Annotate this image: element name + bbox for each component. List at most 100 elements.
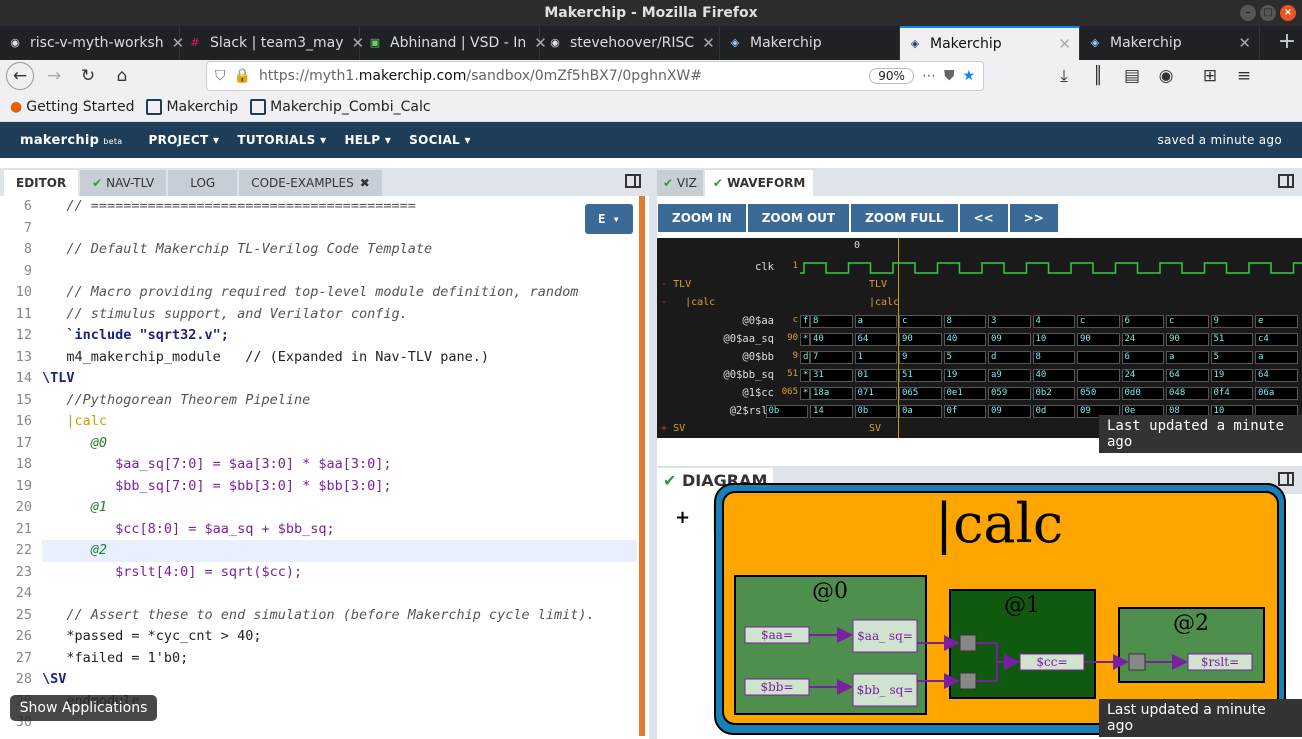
- pipeline-diagram: |calc @0 @1 @2 $aa= $bb= $aa_ sq= $bb_ s…: [714, 483, 1286, 735]
- code-line: @0: [42, 434, 108, 451]
- signal-cell: 8: [943, 315, 986, 328]
- signal-cell: 40: [1032, 369, 1075, 382]
- bookmark-item[interactable]: Makerchip: [146, 98, 238, 115]
- node-bb: $bb=: [760, 680, 793, 694]
- close-tab-icon[interactable]: ✕: [351, 34, 365, 52]
- editor-scrollbar[interactable]: [639, 196, 645, 736]
- close-icon[interactable]: ✖: [359, 176, 370, 190]
- shield-icon[interactable]: ⛉: [215, 68, 226, 84]
- library-icon[interactable]: ║: [1092, 66, 1104, 86]
- signal-cell: 0b: [765, 405, 808, 418]
- bookmark-star-icon[interactable]: ★: [962, 68, 975, 84]
- diagram-title: |calc: [935, 492, 1063, 555]
- menu-project[interactable]: PROJECT ▾: [148, 133, 220, 147]
- zoom-in-icon[interactable]: +: [675, 507, 691, 528]
- browser-tab[interactable]: ◈Makerchip: [720, 26, 900, 60]
- tab-nav-tlv[interactable]: ✔ NAV-TLV: [80, 170, 167, 196]
- line-number: 15: [15, 391, 32, 408]
- new-tab-button[interactable]: +: [1277, 29, 1297, 54]
- signal-cell: 1: [854, 351, 897, 364]
- bookmark-item[interactable]: Makerchip_Combi_Calc: [250, 98, 431, 115]
- menu-social[interactable]: SOCIAL ▾: [409, 133, 471, 147]
- tab-log[interactable]: LOG: [168, 170, 238, 196]
- scroll-left-button[interactable]: <<: [959, 204, 1008, 232]
- signal-value: c: [792, 315, 798, 325]
- diagram-view[interactable]: + – ⤢ |calc @0 @1 @2 $aa= $bb= $aa_ sq= …: [657, 483, 1302, 739]
- signal-cell: [1077, 369, 1120, 382]
- sidebar-icon[interactable]: ▤: [1123, 66, 1141, 86]
- zoom-full-button[interactable]: ZOOM FULL: [851, 204, 958, 232]
- zoom-level[interactable]: 90%: [869, 68, 914, 84]
- browser-tab[interactable]: ◉stevehoover/RISC✕: [540, 26, 720, 60]
- menu-help[interactable]: HELP ▾: [344, 133, 392, 147]
- maximize-panel-icon[interactable]: [1278, 174, 1294, 188]
- browser-tab[interactable]: ▣Abhinand | VSD - In✕: [360, 26, 547, 60]
- stage-0-label: @0: [812, 579, 848, 604]
- close-tab-icon[interactable]: ✕: [1058, 35, 1071, 53]
- maximize-panel-icon[interactable]: [1278, 472, 1294, 486]
- signal-cell: 90: [899, 333, 942, 346]
- tab-viz[interactable]: ✔ VIZ: [657, 170, 703, 196]
- menu-tutorials[interactable]: TUTORIALS ▾: [237, 133, 327, 147]
- browser-tab[interactable]: #Slack | team3_may✕: [180, 26, 364, 60]
- line-number: 17: [15, 434, 32, 451]
- node-bb-sq: $bb_ sq=: [857, 683, 914, 697]
- signal-cell: 048: [1166, 387, 1209, 400]
- tab-waveform[interactable]: ✔ WAVEFORM: [704, 170, 814, 196]
- close-window-button[interactable]: ×: [1280, 5, 1296, 21]
- signal-cell: 6: [1121, 315, 1164, 328]
- bookmark-item[interactable]: ●Getting Started: [10, 98, 135, 115]
- browser-tab[interactable]: ◈Makerchip✕: [1080, 26, 1260, 60]
- back-icon[interactable]: ←: [6, 62, 34, 90]
- signal-cell: 90: [1166, 333, 1209, 346]
- maximize-panel-icon[interactable]: [625, 174, 641, 188]
- show-applications-tooltip: Show Applications: [10, 695, 157, 721]
- signal-cell: 18a: [810, 387, 853, 400]
- minimize-button[interactable]: –: [1240, 5, 1256, 21]
- editor-dropdown-button[interactable]: E ▾: [585, 204, 633, 234]
- close-tab-icon[interactable]: ✕: [1238, 34, 1251, 52]
- line-number: 22: [15, 542, 32, 558]
- github-icon: ◉: [550, 36, 560, 49]
- download-icon[interactable]: ⤓: [1060, 66, 1068, 86]
- tab-code-examples[interactable]: CODE-EXAMPLES✖: [239, 170, 382, 196]
- extensions-icon[interactable]: ⊞: [1202, 66, 1218, 86]
- home-icon[interactable]: ⌂: [116, 66, 128, 86]
- reload-icon[interactable]: ↻: [80, 66, 96, 86]
- close-tab-icon[interactable]: ✕: [534, 34, 547, 52]
- signal-cell: 3: [988, 315, 1031, 328]
- maximize-button[interactable]: □: [1260, 5, 1276, 21]
- code-lines[interactable]: // =====================================…: [42, 196, 637, 734]
- pocket-icon[interactable]: ⛊: [943, 68, 955, 84]
- signal-row: @2$rslt0b0b140b0a0f090d090e0810: [657, 405, 1302, 419]
- lock-icon[interactable]: 🔒: [233, 68, 251, 84]
- account-icon[interactable]: ◉: [1158, 66, 1174, 86]
- forward-icon[interactable]: →: [46, 66, 62, 86]
- tab-editor[interactable]: EDITOR: [4, 170, 79, 196]
- makerchip-icon: [250, 98, 267, 115]
- signal-cell: 7: [810, 351, 853, 364]
- code-line: *passed = *cyc_cnt > 40;: [42, 628, 262, 644]
- zoom-in-button[interactable]: ZOOM IN: [658, 204, 746, 232]
- calc-group-marker: |calc: [869, 297, 900, 308]
- pane-divider[interactable]: [649, 168, 657, 739]
- browser-tab[interactable]: ◉risc-v-myth-worksh✕: [0, 26, 184, 60]
- signal-value: 065: [781, 387, 798, 397]
- signal-cell: c4: [1255, 333, 1298, 346]
- zoom-out-button[interactable]: ZOOM OUT: [747, 204, 850, 232]
- scroll-right-button[interactable]: >>: [1009, 204, 1058, 232]
- signal-cell: c: [1077, 315, 1120, 328]
- more-icon[interactable]: ⋯: [921, 68, 936, 84]
- menu-icon[interactable]: ≡: [1236, 66, 1252, 86]
- code-line: // Assert these to end simulation (befor…: [42, 606, 595, 623]
- signal-cell: *: [800, 333, 810, 346]
- code-line: $aa_sq[7:0] = $aa[3:0] * $aa[3:0];: [42, 456, 392, 472]
- browser-tab-active[interactable]: ◈Makerchip✕: [900, 26, 1080, 60]
- close-tab-icon[interactable]: ✕: [171, 34, 185, 52]
- makerchip-icon: [146, 98, 163, 115]
- url-bar[interactable]: ⛉ 🔒 https://myth1.makerchip.com/sandbox/…: [206, 61, 984, 91]
- close-tab-icon[interactable]: ✕: [702, 34, 715, 52]
